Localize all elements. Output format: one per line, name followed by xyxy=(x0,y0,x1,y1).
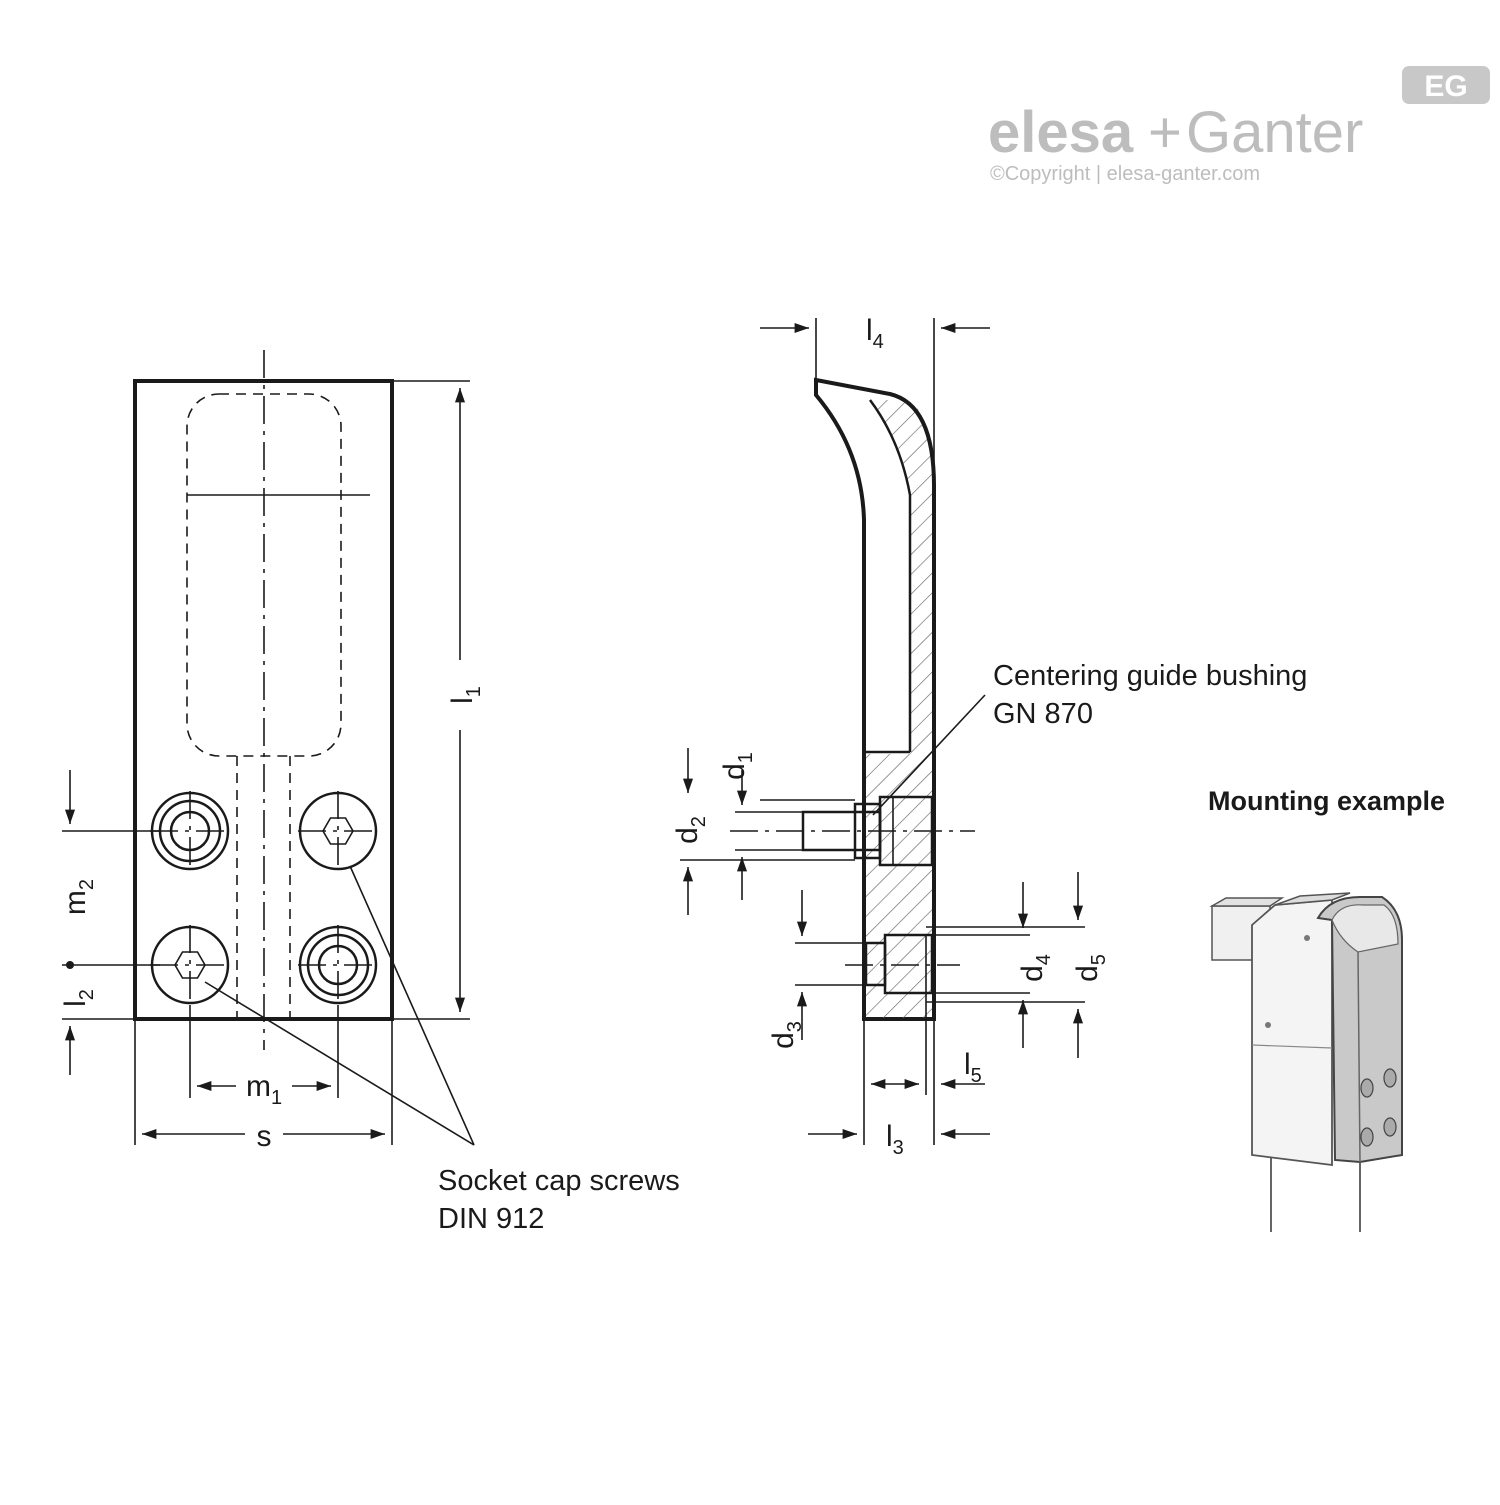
eg-badge xyxy=(1402,66,1490,104)
dim-m2: m2 xyxy=(59,879,98,915)
screw-top-right xyxy=(298,791,378,871)
brand-elesa: elesa xyxy=(988,100,1134,165)
dim-l5: l5 xyxy=(964,1048,982,1087)
dim-m1: m1 xyxy=(246,1070,282,1109)
mounted-handle xyxy=(1316,896,1403,1164)
dim-l3: l3 xyxy=(886,1120,904,1159)
eg-badge-text: EG xyxy=(1424,70,1467,103)
screw-bottom-left xyxy=(150,925,230,1005)
gn-870-label: GN 870 xyxy=(993,698,1093,730)
screw-bottom-right xyxy=(298,925,378,1005)
screw-top-left xyxy=(150,791,230,871)
elesa-ganter-logo: EG elesa + Ganter ©Copyright | elesa-gan… xyxy=(988,66,1490,185)
dim-d5: d5 xyxy=(1071,954,1110,982)
brand-ganter: Ganter xyxy=(1186,100,1363,165)
front-view: l1 m2 l2 m1 s Socket cap screws xyxy=(59,350,680,1235)
mounting-example: Mounting example xyxy=(1208,786,1445,1232)
centering-bushing-label: Centering guide bushing xyxy=(993,660,1307,692)
machine-body xyxy=(1251,899,1333,1167)
dim-d3: d3 xyxy=(767,1021,806,1049)
din-912-label: DIN 912 xyxy=(438,1203,544,1235)
side-view: Centering guide bushing GN 870 l4 d1 d2 xyxy=(671,314,1307,1159)
dim-s: s xyxy=(257,1120,272,1153)
dim-d4: d4 xyxy=(1016,954,1055,982)
dim-d2: d2 xyxy=(671,816,710,844)
dim-l2: l2 xyxy=(59,989,98,1007)
mounting-example-title: Mounting example xyxy=(1208,786,1445,816)
dim-d1: d1 xyxy=(718,752,757,780)
dim-l1: l1 xyxy=(446,686,485,704)
copyright-text: ©Copyright | elesa-ganter.com xyxy=(990,163,1260,185)
dim-l4: l4 xyxy=(866,314,884,353)
brand-plus: + xyxy=(1148,100,1182,165)
socket-screws-label: Socket cap screws xyxy=(438,1165,680,1197)
arm-outline xyxy=(814,377,937,1021)
